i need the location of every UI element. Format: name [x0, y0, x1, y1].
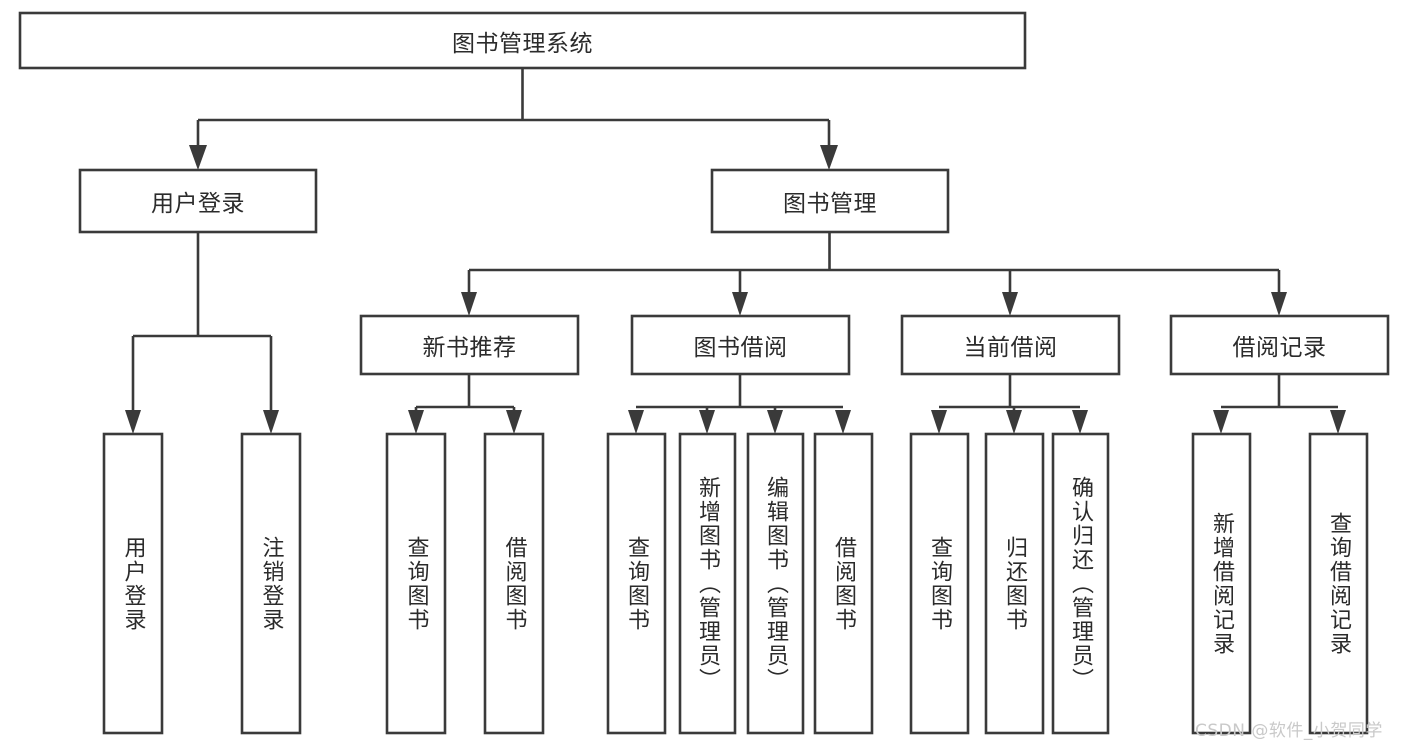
node-box-leaf-query-record[interactable] [1308, 432, 1369, 735]
arrow-head-leaf-edit-book [767, 410, 783, 434]
arrow-head-borrow-record [1271, 292, 1287, 316]
arrow-head-new-book-rec [461, 292, 477, 316]
node-box-leaf-return-book[interactable] [984, 432, 1045, 735]
arrow-head-leaf-query-book-3 [931, 410, 947, 434]
node-box-leaf-add-book[interactable] [678, 432, 737, 735]
node-box-leaf-edit-book[interactable] [746, 432, 805, 735]
arrow-head-leaf-borrow-book-2 [835, 410, 851, 434]
connector-group-new-book-rec [408, 374, 522, 434]
node-box-leaf-confirm-return[interactable] [1051, 432, 1110, 735]
connector-group-user-login [125, 232, 279, 434]
arrow-head-book-manage [820, 145, 838, 170]
arrow-head-leaf-add-book [699, 410, 715, 434]
node-box-leaf-borrow-book-1[interactable] [483, 432, 545, 735]
node-box-borrow-record[interactable] [1169, 314, 1390, 376]
arrow-head-leaf-user-login [125, 410, 141, 434]
arrow-head-leaf-user-logout [263, 410, 279, 434]
arrow-head-user-login [189, 145, 207, 170]
node-box-leaf-borrow-book-2[interactable] [813, 432, 874, 735]
arrow-head-leaf-confirm-return [1072, 410, 1088, 434]
arrow-head-book-borrow [732, 292, 748, 316]
node-box-leaf-add-record[interactable] [1191, 432, 1252, 735]
node-box-root[interactable] [18, 11, 1027, 70]
arrow-head-leaf-return-book [1006, 410, 1022, 434]
node-box-current-borrow[interactable] [900, 314, 1121, 376]
csdn-watermark: CSDN @软件_小贺同学 [1195, 721, 1383, 741]
node-box-book-borrow[interactable] [630, 314, 851, 376]
arrow-head-leaf-query-book-1 [408, 410, 424, 434]
node-box-leaf-query-book-1[interactable] [385, 432, 447, 735]
node-box-leaf-user-login[interactable] [102, 432, 164, 735]
connector-group-borrow-record [1213, 374, 1346, 434]
arrow-head-current-borrow [1002, 292, 1018, 316]
connector-group-root [189, 68, 838, 170]
connector-group-book-borrow [628, 374, 851, 434]
node-box-user-login[interactable] [78, 168, 318, 234]
node-box-new-book-rec[interactable] [359, 314, 580, 376]
arrow-head-leaf-borrow-book-1 [506, 410, 522, 434]
arrow-head-leaf-query-record [1330, 410, 1346, 434]
connector-group-book-manage [461, 232, 1287, 316]
arrow-head-leaf-add-record [1213, 410, 1229, 434]
arrow-head-leaf-query-book-2 [628, 410, 644, 434]
node-box-leaf-query-book-2[interactable] [606, 432, 667, 735]
node-box-leaf-query-book-3[interactable] [909, 432, 970, 735]
node-box-leaf-user-logout[interactable] [240, 432, 302, 735]
connector-group-current-borrow [931, 374, 1088, 434]
node-box-book-manage[interactable] [710, 168, 950, 234]
